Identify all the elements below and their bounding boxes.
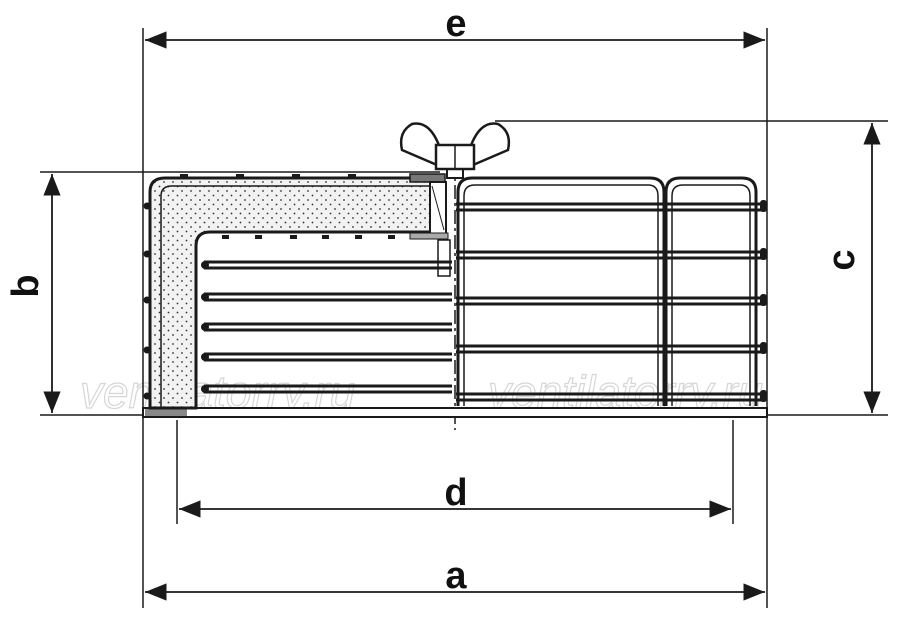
- dimension-label-a: a: [445, 555, 467, 597]
- dimension-label-e: e: [445, 3, 466, 45]
- insulated-section: [143, 173, 452, 410]
- dimension-label-b: b: [5, 274, 47, 297]
- dimension-label-d: d: [444, 472, 467, 514]
- wire-cage: [456, 176, 767, 406]
- dimension-label-c: c: [821, 249, 863, 270]
- wing-nut-icon: [399, 122, 511, 179]
- base-plate: [142, 407, 768, 418]
- extension-lines: [40, 28, 888, 608]
- dimension-lines: [43, 31, 881, 601]
- base-weld: [145, 409, 187, 416]
